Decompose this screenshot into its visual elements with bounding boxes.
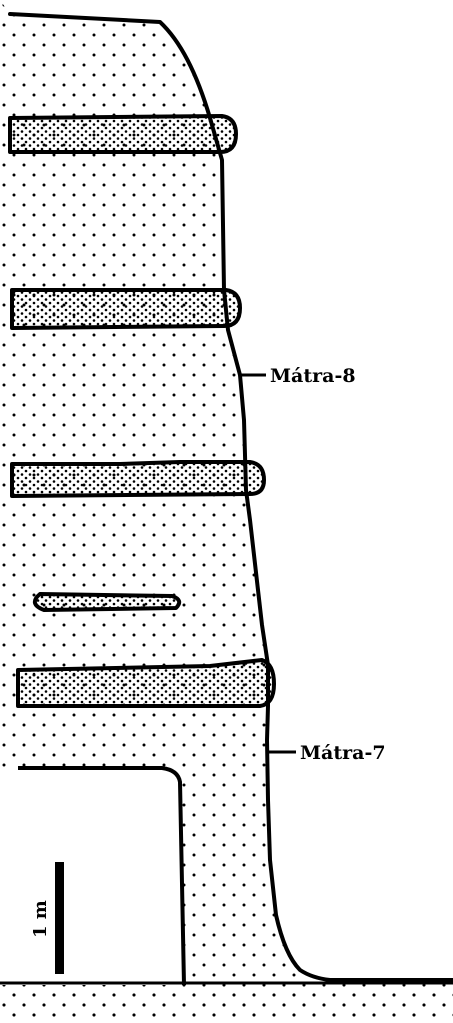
sample-label-matra-7: Mátra-7 (300, 742, 386, 764)
scale-bar-line (55, 862, 64, 974)
coarse-bed-3 (12, 462, 264, 496)
sample-matra-7: Mátra-7 (268, 742, 386, 764)
cave-overhang (0, 768, 184, 985)
sample-label-matra-8: Mátra-8 (270, 365, 356, 387)
scale-bar-label: 1 m (30, 900, 51, 938)
coarse-bed-2 (12, 290, 240, 328)
ground-surface (0, 983, 453, 1023)
coarse-lens (35, 594, 179, 610)
coarse-bed-1 (10, 116, 236, 152)
sample-matra-8: Mátra-8 (240, 365, 356, 387)
